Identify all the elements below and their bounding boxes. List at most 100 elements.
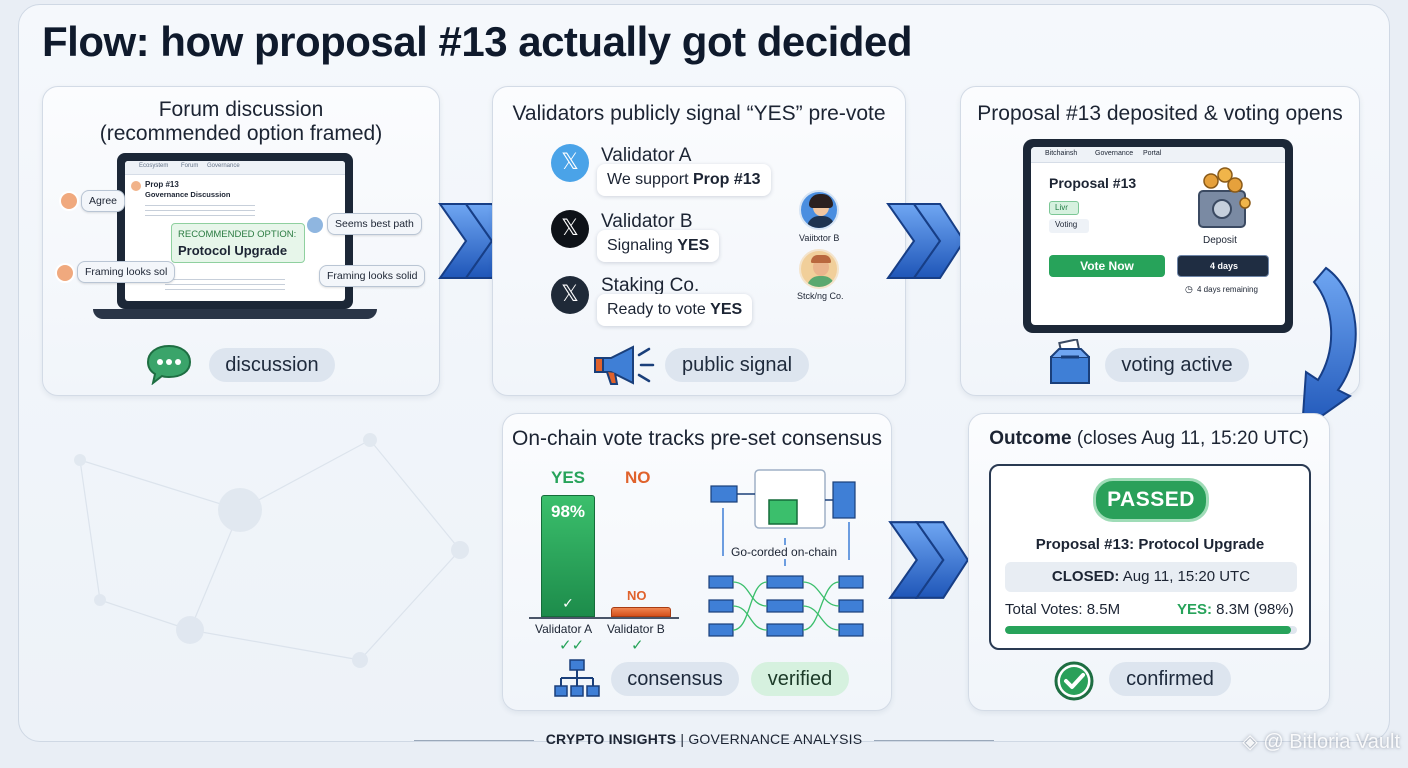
outcome-title: Outcome (closes Aug 11, 15:20 UTC) — [969, 426, 1329, 451]
watermark-text: @ Bitloria Vault — [1263, 731, 1400, 753]
live-badge-text: Livɾ — [1055, 203, 1068, 212]
x-social-icon: 𝕏 — [551, 210, 589, 248]
live-badge: Livɾ — [1049, 201, 1079, 215]
footer-rule-right — [874, 739, 995, 741]
tablet: Bitchainsh Governance Portal Proposal #1… — [1023, 139, 1293, 333]
poster-avatar — [131, 181, 141, 191]
status-badge: Voting — [1049, 219, 1089, 233]
yes-progress-fill — [1005, 626, 1292, 634]
deposit-label: Deposit — [1203, 235, 1237, 246]
vote-now-button[interactable]: Vote Now — [1049, 255, 1165, 277]
message-bold: YES — [710, 301, 743, 318]
portal-navbar — [1031, 147, 1285, 163]
recommended-value: Protocol Upgrade — [178, 243, 288, 258]
bar-label-validator-a: Validator A — [535, 622, 593, 636]
text-lines — [145, 205, 255, 219]
recorded-label: Go-corded on-chain — [729, 545, 840, 559]
yes-votes-label: YES: — [1177, 601, 1213, 618]
yes-progress-track — [1005, 626, 1297, 634]
forum-nav-item[interactable]: Forum — [181, 163, 199, 169]
passed-badge: PASSED — [1093, 478, 1209, 522]
portal-nav-item[interactable]: Portal — [1143, 150, 1162, 157]
comment-bubble: Framing looks solid — [319, 265, 426, 287]
yes-votes: YES: 8.3M (98%) — [1177, 601, 1294, 618]
proposal-heading: Proposal #13 — [1049, 175, 1137, 191]
deposit-panel: Proposal #13 deposited & voting opens Bi… — [960, 86, 1360, 396]
page-title: Flow: how proposal #13 actually got deci… — [42, 18, 912, 65]
check-icon: ✓ — [631, 637, 644, 654]
forum-nav-item[interactable]: Governance — [207, 163, 240, 169]
no-bar — [611, 607, 671, 617]
deposit-safe-icon — [1198, 167, 1251, 228]
watermark: ◈ @ Bitloria Vault — [1242, 729, 1400, 754]
stage-tag-discussion: discussion — [209, 348, 335, 382]
ballot-box-icon — [1050, 339, 1090, 384]
user-avatar — [59, 191, 79, 211]
check-icon: ✓✓ — [559, 637, 585, 654]
validators-title: Validators publicly signal “YES” pre-vot… — [512, 102, 886, 125]
clock-icon: ◷ — [1185, 284, 1193, 294]
chart-baseline — [529, 617, 679, 619]
tablet-screen: Bitchainsh Governance Portal Proposal #1… — [1031, 147, 1285, 325]
hierarchy-icon — [554, 659, 600, 697]
stage-tag-consensus: consensus — [611, 662, 739, 696]
forum-nav-item[interactable]: Ecosystem — [139, 163, 169, 169]
footer-separator: | — [676, 731, 689, 747]
forum-title-line2: (recommended option framed) — [99, 122, 383, 145]
recommended-label: RECOMMENDED OPTION: — [178, 229, 297, 240]
text-lines — [165, 279, 285, 293]
message-text: We support — [607, 171, 693, 188]
no-column-label: NO — [625, 468, 651, 487]
vote-bar-chart: 98% ✓ NO — [529, 484, 679, 619]
post-title: Prop #13 — [145, 180, 179, 189]
yes-bar: 98% ✓ — [541, 495, 595, 617]
closed-value: Aug 11, 15:20 UTC — [1119, 568, 1251, 585]
outcome-title-bold: Outcome — [989, 428, 1072, 449]
footer-rule-left — [413, 739, 534, 741]
portal-nav-item[interactable]: Bitchainsh — [1045, 150, 1078, 157]
validator-avatar — [799, 190, 839, 230]
check-circle-icon — [1054, 661, 1094, 701]
outcome-title-rest: (closes Aug 11, 15:20 UTC) — [1071, 428, 1309, 449]
countdown-timer: 4 days — [1177, 255, 1269, 277]
stage-tag-verified: verified — [751, 662, 849, 696]
message-bold: Prop #13 — [692, 171, 761, 188]
outcome-proposal: Proposal #13: Protocol Upgrade — [1035, 536, 1265, 553]
yes-percentage: 98% — [550, 502, 586, 521]
forum-title-line1: Forum discussion — [158, 98, 324, 121]
yes-column-label: YES — [551, 468, 586, 487]
total-votes: Total Votes: 8.5M — [1005, 601, 1121, 618]
portal-nav-item[interactable]: Governance — [1095, 150, 1134, 157]
validator-message: We support Prop #13 — [597, 164, 771, 196]
footer-brand: CRYPTO INSIGHTS — [545, 731, 677, 747]
laptop-base — [93, 309, 377, 319]
onchain-title: On-chain vote tracks pre-set consensus — [511, 427, 882, 450]
validator-name: Validator A — [601, 145, 692, 166]
yes-votes-value: 8.3M (98%) — [1212, 601, 1294, 618]
outcome-panel: Outcome (closes Aug 11, 15:20 UTC) PASSE… — [968, 413, 1330, 711]
message-text: Ready to vote — [607, 301, 711, 318]
deposit-title: Proposal #13 deposited & voting opens — [977, 102, 1343, 125]
stage-tag-confirmed: confirmed — [1109, 662, 1231, 696]
laptop: Ecosystem Forum Governance Prop #13 Gove… — [117, 153, 353, 309]
stage-tag-voting-active: voting active — [1105, 348, 1249, 382]
closed-label: CLOSED: — [1051, 568, 1120, 585]
blockchain-network-icon — [708, 469, 864, 637]
stage-tag-public-signal: public signal — [665, 348, 809, 382]
message-bold: YES — [677, 237, 710, 254]
footer: CRYPTO INSIGHTS | GOVERNANCE ANALYSIS — [0, 731, 1408, 747]
validator-avatar — [799, 249, 839, 289]
remaining-text: 4 days remaining — [1197, 285, 1258, 294]
validator-avatar-label: Vaiitxtor B — [799, 233, 840, 243]
chevron-arrow-icon — [886, 203, 966, 279]
onchain-panel: On-chain vote tracks pre-set consensus Y… — [502, 413, 892, 711]
comment-bubble: Seems best path — [327, 213, 422, 235]
megaphone-icon — [594, 345, 655, 385]
validator-name: Validator B — [601, 211, 693, 232]
comment-bubble: Agree — [81, 190, 126, 212]
user-avatar — [55, 263, 75, 283]
validator-name: Staking Co. — [601, 275, 700, 296]
recommended-option-box: RECOMMENDED OPTION: Protocol Upgrade — [171, 223, 305, 263]
message-text: Signaling — [607, 237, 678, 254]
closed-bar: CLOSED: Aug 11, 15:20 UTC — [1005, 562, 1297, 592]
